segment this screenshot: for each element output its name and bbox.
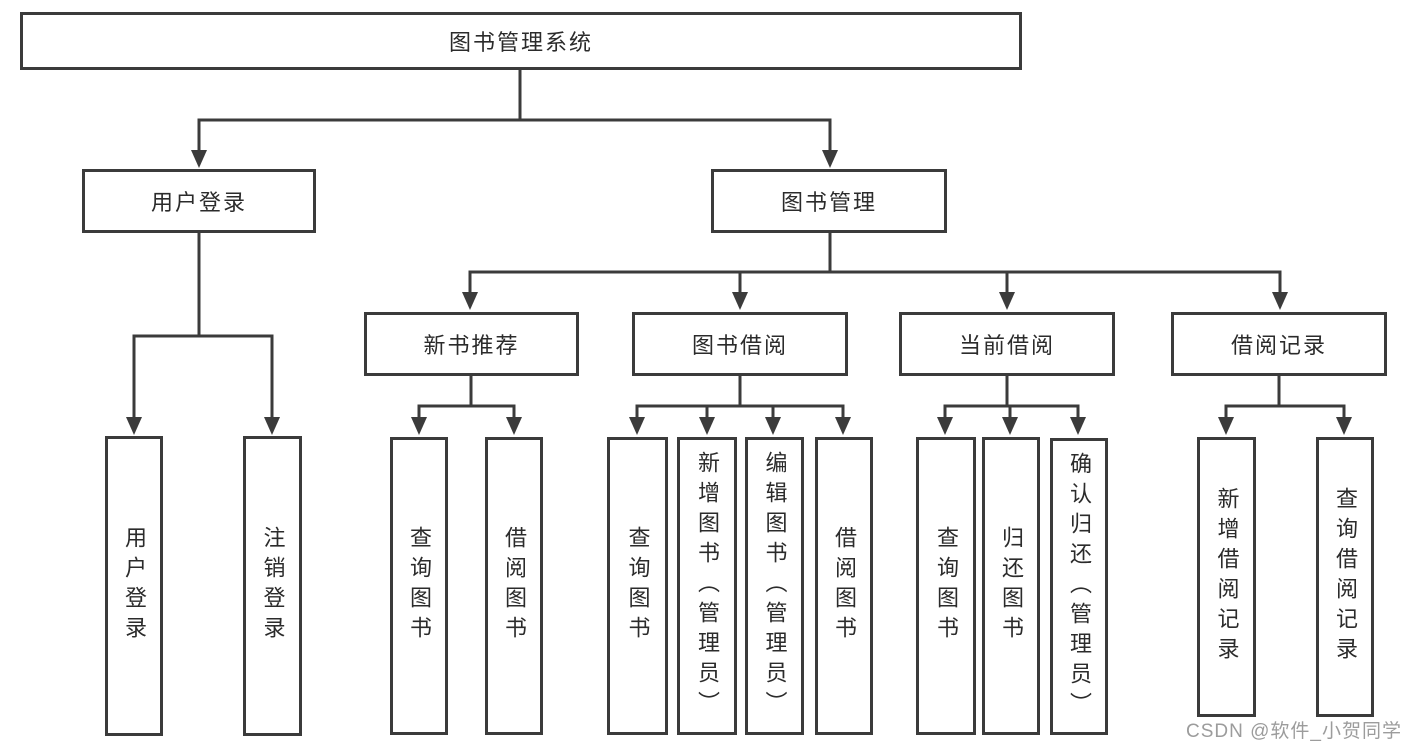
leaf-confirm-return-admin-label: 确认归还（管理员） bbox=[1067, 451, 1092, 722]
leaf-edit-book-admin-label: 编辑图书（管理员） bbox=[762, 451, 788, 721]
leaf-recommend-borrow-book-label: 借阅图书 bbox=[502, 526, 527, 646]
leaf-logout: 注销登录 bbox=[243, 436, 302, 736]
node-borrow-records: 借阅记录 bbox=[1171, 312, 1387, 376]
leaf-user-login: 用户登录 bbox=[105, 436, 163, 736]
csdn-watermark: CSDN @软件_小贺同学 bbox=[1186, 721, 1402, 742]
leaf-query-borrow-record: 查询借阅记录 bbox=[1316, 437, 1374, 717]
leaf-add-borrow-record: 新增借阅记录 bbox=[1197, 437, 1256, 717]
node-book-management: 图书管理 bbox=[711, 169, 947, 233]
leaf-recommend-borrow-book: 借阅图书 bbox=[485, 437, 543, 735]
leaf-add-book-admin-label: 新增图书（管理员） bbox=[695, 451, 720, 721]
leaf-query-borrow-record-label: 查询借阅记录 bbox=[1333, 487, 1358, 667]
leaf-borrow-query-book: 查询图书 bbox=[607, 437, 668, 735]
node-new-book-recommend: 新书推荐 bbox=[364, 312, 579, 376]
leaf-add-book-admin: 新增图书（管理员） bbox=[677, 437, 737, 735]
node-user-login-branch: 用户登录 bbox=[82, 169, 316, 233]
leaf-borrow-book-label: 借阅图书 bbox=[832, 526, 857, 646]
node-current-borrow: 当前借阅 bbox=[899, 312, 1115, 376]
leaf-borrow-book: 借阅图书 bbox=[815, 437, 873, 735]
leaf-edit-book-admin: 编辑图书（管理员） bbox=[745, 437, 804, 735]
leaf-current-query-book: 查询图书 bbox=[916, 437, 976, 735]
leaf-return-book-label: 归还图书 bbox=[999, 526, 1024, 646]
node-root: 图书管理系统 bbox=[20, 12, 1022, 70]
leaf-return-book: 归还图书 bbox=[982, 437, 1040, 735]
leaf-logout-label: 注销登录 bbox=[260, 526, 286, 646]
leaf-current-query-book-label: 查询图书 bbox=[934, 526, 959, 646]
leaf-confirm-return-admin: 确认归还（管理员） bbox=[1050, 438, 1108, 735]
leaf-user-login-label: 用户登录 bbox=[122, 526, 147, 646]
leaf-borrow-query-book-label: 查询图书 bbox=[625, 526, 651, 646]
leaf-recommend-query-book: 查询图书 bbox=[390, 437, 448, 735]
leaf-add-borrow-record-label: 新增借阅记录 bbox=[1214, 487, 1240, 667]
leaf-recommend-query-book-label: 查询图书 bbox=[407, 526, 432, 646]
node-book-borrow: 图书借阅 bbox=[632, 312, 848, 376]
